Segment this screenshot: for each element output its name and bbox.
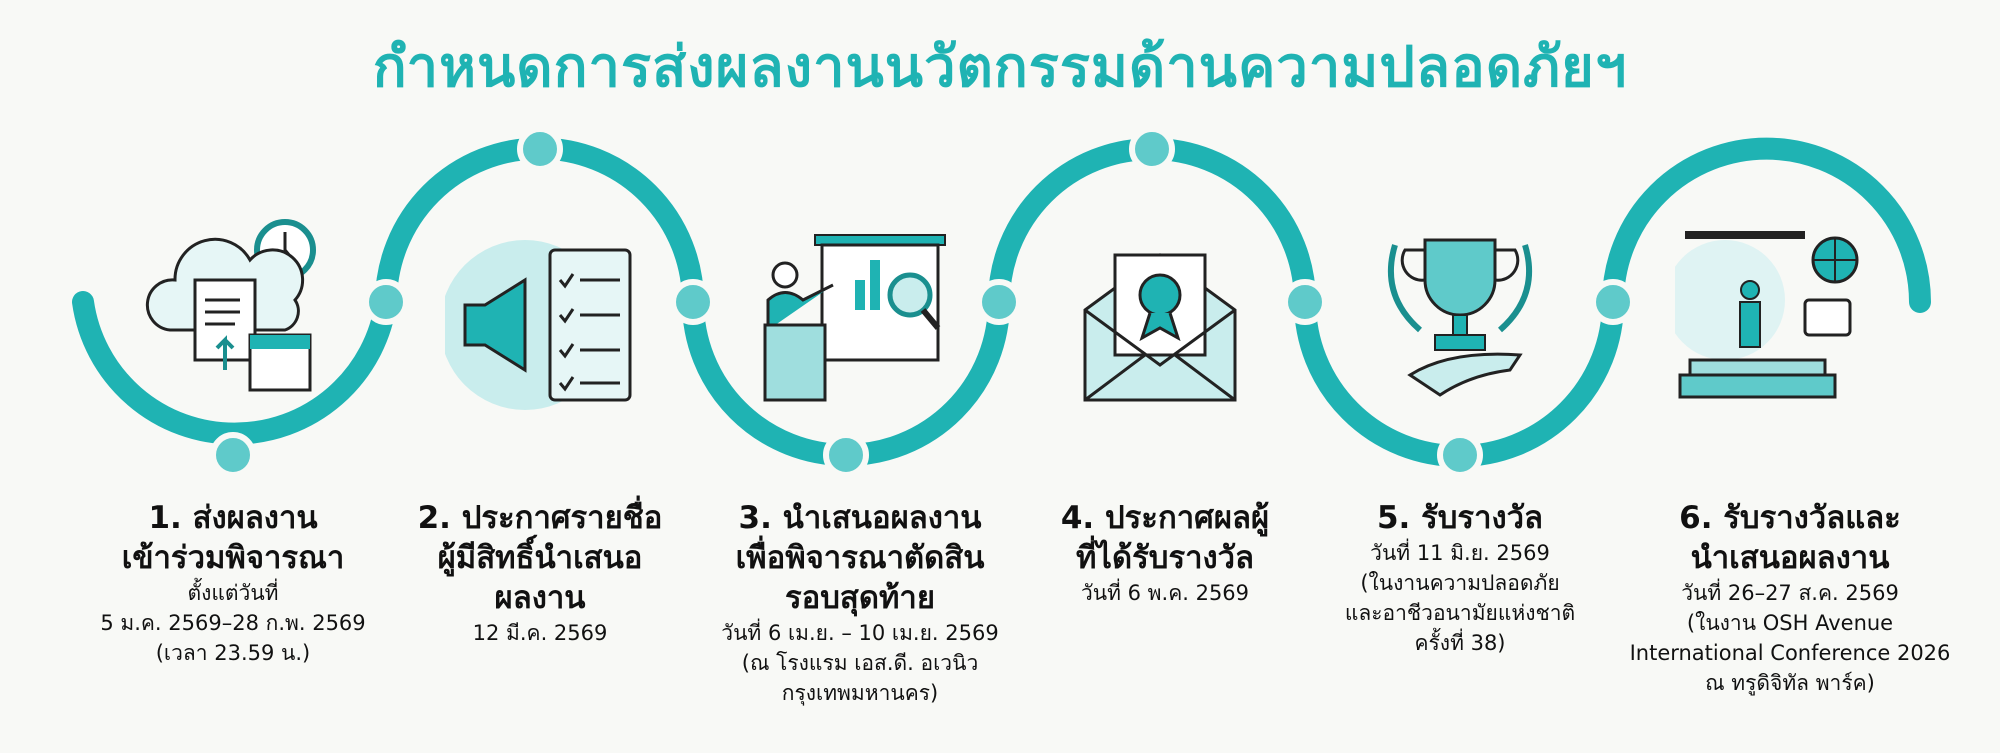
step-detail: (ในงานความปลอดภัย xyxy=(1360,571,1560,595)
timeline-node xyxy=(1129,126,1175,172)
step-2: 2. ประกาศรายชื่อ ผู้มีสิทธิ์นำเสนอ ผลงาน… xyxy=(375,498,705,648)
step-4: 4. ประกาศผลผู้ ที่ได้รับรางวัล วันที่ 6 … xyxy=(1000,498,1330,608)
step-detail: ครั้งที่ 38) xyxy=(1414,631,1506,655)
step-detail: ตั้งแต่วันที่ xyxy=(187,581,279,605)
step-heading: 1. ส่งผลงาน xyxy=(148,500,318,536)
step-heading: 5. รับรางวัล xyxy=(1376,500,1544,536)
step-heading: เพื่อพิจารณาตัดสิน xyxy=(735,540,985,576)
step-heading: 4. ประกาศผลผู้ xyxy=(1060,500,1270,536)
step-detail: (เวลา 23.59 น.) xyxy=(155,641,311,665)
page-title: กำหนดการส่งผลงานนวัตกรรมด้านความปลอดภัยฯ xyxy=(372,35,1628,100)
step-detail: วันที่ 11 มิ.ย. 2569 xyxy=(1370,541,1550,565)
megaphone-checklist-icon xyxy=(445,240,632,410)
step-heading: ผลงาน xyxy=(494,580,586,616)
step-detail: และอาชีวอนามัยแห่งชาติ xyxy=(1344,601,1576,625)
step-detail: ณ ทรูดิจิทัล พาร์ค) xyxy=(1705,671,1875,695)
trophy-icon xyxy=(1387,238,1533,397)
cloud-upload-calendar-icon xyxy=(145,219,316,392)
timeline-node xyxy=(976,279,1022,325)
step-heading: ที่ได้รับรางวัล xyxy=(1075,540,1255,576)
step-detail: วันที่ 26–27 ส.ค. 2569 xyxy=(1681,581,1899,605)
timeline-node xyxy=(1590,279,1636,325)
step-heading: 2. ประกาศรายชื่อ xyxy=(417,500,663,536)
step-detail: วันที่ 6 เม.ย. – 10 เม.ย. 2569 xyxy=(721,621,999,645)
step-detail: 12 มี.ค. 2569 xyxy=(472,621,608,645)
step-detail: 5 ม.ค. 2569–28 ก.พ. 2569 xyxy=(100,611,366,635)
step-heading: นำเสนอผลงาน xyxy=(1690,540,1890,576)
step-heading: เข้าร่วมพิจารณา xyxy=(121,540,345,576)
step-detail: International Conference 2026 xyxy=(1629,641,1951,665)
step-1: 1. ส่งผลงาน เข้าร่วมพิจารณา ตั้งแต่วันที… xyxy=(68,498,398,668)
step-heading: รอบสุดท้าย xyxy=(784,580,935,616)
timeline-node xyxy=(1282,279,1328,325)
stage-globe-icon xyxy=(1675,231,1859,399)
timeline-node xyxy=(210,432,256,478)
timeline-node xyxy=(670,279,716,325)
timeline-node xyxy=(363,279,409,325)
step-5: 5. รับรางวัล วันที่ 11 มิ.ย. 2569 (ในงาน… xyxy=(1295,498,1625,658)
step-heading: 6. รับรางวัลและ xyxy=(1679,500,1901,536)
timeline-node xyxy=(1437,432,1483,478)
award-envelope-icon xyxy=(1083,253,1237,402)
step-heading: 3. นำเสนอผลงาน xyxy=(738,500,982,536)
presentation-icon xyxy=(763,234,946,402)
timeline-node xyxy=(823,432,869,478)
step-6: 6. รับรางวัลและ นำเสนอผลงาน วันที่ 26–27… xyxy=(1620,498,1960,698)
step-detail: กรุงเทพมหานคร) xyxy=(781,681,939,705)
step-detail: (ในงาน OSH Avenue xyxy=(1686,611,1894,635)
step-heading: ผู้มีสิทธิ์นำเสนอ xyxy=(437,540,643,576)
step-detail: (ณ โรงแรม เอส.ดี. อเวนิว xyxy=(741,651,979,675)
step-detail: วันที่ 6 พ.ค. 2569 xyxy=(1080,581,1250,605)
step-3: 3. นำเสนอผลงาน เพื่อพิจารณาตัดสิน รอบสุด… xyxy=(695,498,1025,708)
timeline-node xyxy=(517,126,563,172)
